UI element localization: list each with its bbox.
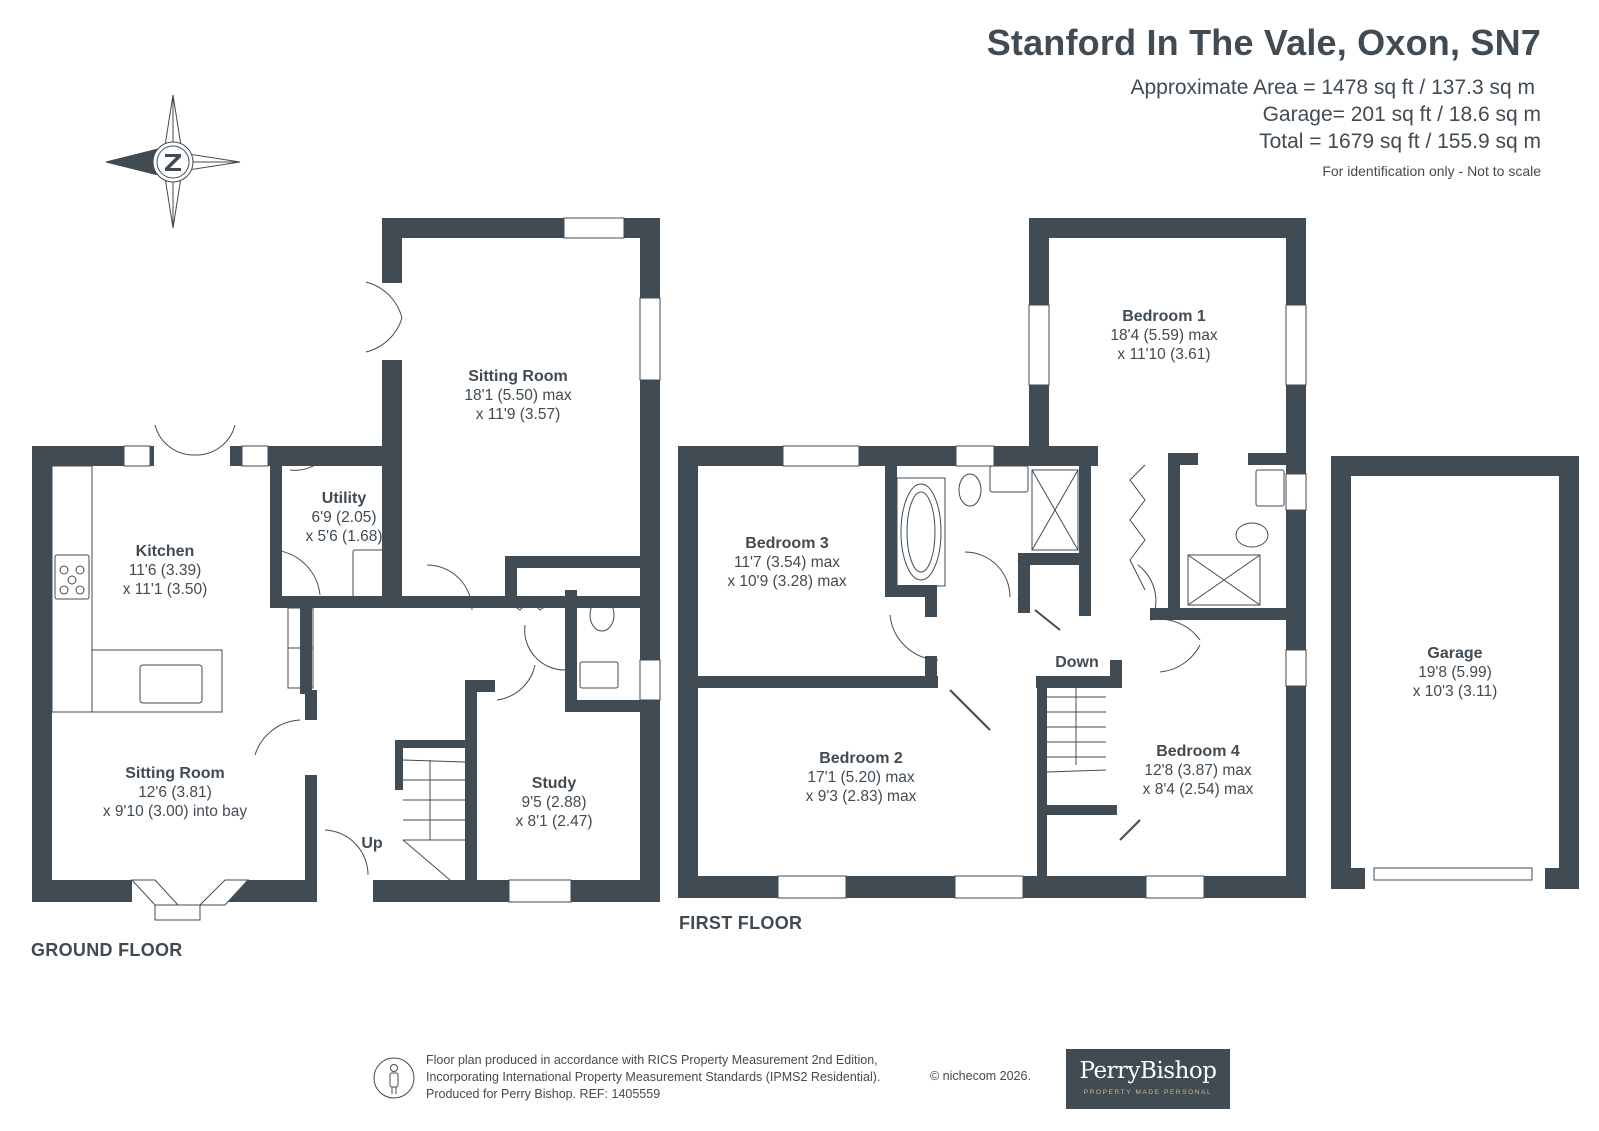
plan-header: Stanford In The Vale, Oxon, SN7 Approxim… xyxy=(987,22,1541,179)
room-dimension: x 8'4 (2.54) max xyxy=(1143,781,1254,798)
room-name: Garage xyxy=(1427,645,1482,662)
room-dimension: 11'7 (3.54) max xyxy=(734,554,840,571)
scale-disclaimer: For identification only - Not to scale xyxy=(1322,163,1541,179)
room-name: Bedroom 3 xyxy=(745,535,829,552)
garage-room-labels: Garage 19'8 (5.99) x 10'3 (3.11) xyxy=(1413,645,1498,700)
room-dimension: x 5'6 (1.68) xyxy=(305,528,382,545)
property-title: Stanford In The Vale, Oxon, SN7 xyxy=(986,22,1541,63)
first-floor-fixtures xyxy=(889,464,1285,841)
room-dimension: x 9'3 (2.83) max xyxy=(806,788,917,805)
first-floor-plan xyxy=(678,218,1307,899)
room-name: Bedroom 1 xyxy=(1122,308,1206,325)
logo-name: PerryBishop xyxy=(1079,1058,1217,1084)
room-name: Bedroom 2 xyxy=(819,750,903,767)
room-dimension: x 10'9 (3.28) max xyxy=(727,573,847,590)
footer-text: Floor plan produced in accordance with R… xyxy=(426,1052,880,1103)
room-dimension: 18'1 (5.50) max xyxy=(464,387,571,404)
room-name: Study xyxy=(532,775,577,792)
room-name: Bedroom 4 xyxy=(1156,743,1240,760)
logo-tagline: PROPERTY MADE PERSONAL xyxy=(1083,1089,1213,1096)
room-name: Utility xyxy=(322,490,367,507)
ground-floor-room-labels: Kitchen 11'6 (3.39) x 11'1 (3.50) Utilit… xyxy=(103,368,593,852)
room-dimension: 11'6 (3.39) xyxy=(129,562,201,579)
ground-floor-label: GROUND FLOOR xyxy=(31,940,183,960)
stairs-label: Down xyxy=(1055,654,1099,671)
footer-line: Produced for Perry Bishop. REF: 1405559 xyxy=(426,1087,661,1101)
stairs-label: Up xyxy=(361,835,383,852)
footer-line: Incorporating International Property Mea… xyxy=(426,1070,881,1084)
first-floor-room-labels: Bedroom 1 18'4 (5.59) max x 11'10 (3.61)… xyxy=(727,308,1253,805)
room-name: Sitting Room xyxy=(468,368,568,385)
room-dimension: 12'6 (3.81) xyxy=(138,784,212,801)
room-dimension: x 8'1 (2.47) xyxy=(515,813,592,830)
ground-floor-plan xyxy=(32,217,661,921)
ground-floor-fixtures xyxy=(51,281,619,881)
room-dimension: 18'4 (5.59) max xyxy=(1110,327,1217,344)
room-dimension: x 9'10 (3.00) into bay xyxy=(103,803,248,820)
copyright: © nichecom 2026. xyxy=(930,1069,1031,1083)
approximate-area: Approximate Area = 1478 sq ft / 137.3 sq… xyxy=(1130,76,1536,99)
total-area: Total = 1679 sq ft / 155.9 sq m xyxy=(1259,130,1541,153)
room-name: Sitting Room xyxy=(125,765,225,782)
north-compass-icon xyxy=(105,94,241,229)
first-floor-label: FIRST FLOOR xyxy=(679,913,803,933)
footer: Floor plan produced in accordance with R… xyxy=(372,1052,880,1103)
room-dimension: x 11'1 (3.50) xyxy=(123,581,208,598)
room-dimension: x 10'3 (3.11) xyxy=(1413,683,1498,700)
room-dimension: 9'5 (2.88) xyxy=(522,794,587,811)
room-dimension: 19'8 (5.99) xyxy=(1418,664,1492,681)
room-dimension: x 11'10 (3.61) xyxy=(1117,346,1210,363)
room-name: Kitchen xyxy=(136,543,195,560)
footer-line: Floor plan produced in accordance with R… xyxy=(426,1053,878,1067)
garage-plan xyxy=(1331,456,1579,889)
perrybishop-logo: PerryBishop PROPERTY MADE PERSONAL xyxy=(1066,1049,1230,1109)
room-dimension: 17'1 (5.20) max xyxy=(807,769,914,786)
person-measurement-icon xyxy=(373,1057,415,1098)
room-dimension: x 11'9 (3.57) xyxy=(476,406,561,423)
garage-area: Garage= 201 sq ft / 18.6 sq m xyxy=(1262,103,1541,126)
room-dimension: 6'9 (2.05) xyxy=(312,509,377,526)
room-dimension: 12'8 (3.87) max xyxy=(1144,762,1251,779)
